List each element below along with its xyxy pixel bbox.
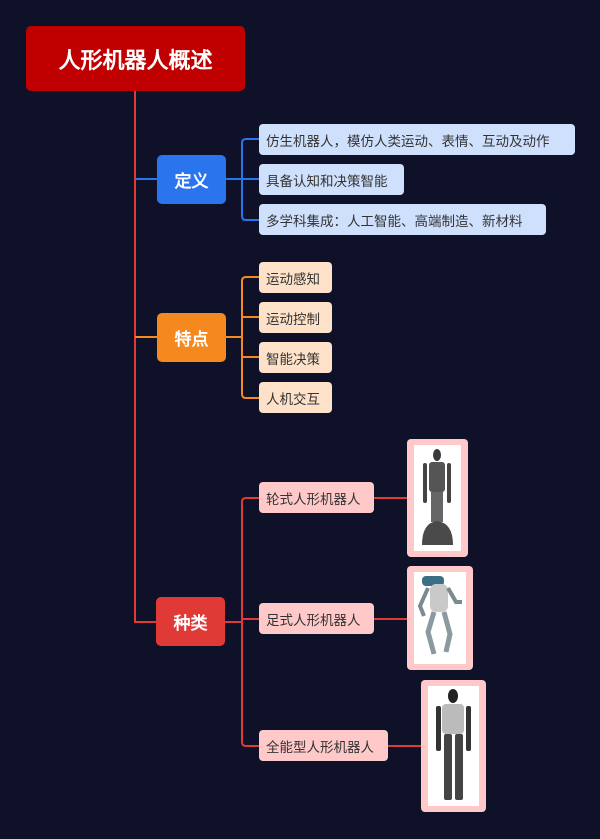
- feature-item[interactable]: 运动感知: [259, 262, 332, 293]
- type-item[interactable]: 轮式人形机器人: [259, 482, 374, 513]
- type-item[interactable]: 足式人形机器人: [259, 603, 374, 634]
- branch-definition[interactable]: 定义: [157, 155, 226, 204]
- feature-item[interactable]: 智能决策: [259, 342, 332, 373]
- type-item[interactable]: 全能型人形机器人: [259, 730, 388, 761]
- branch-features[interactable]: 特点: [157, 313, 226, 362]
- general-purpose-robot-image: [421, 680, 486, 812]
- legged-robot-image: [407, 566, 473, 670]
- definition-item[interactable]: 多学科集成：人工智能、高端制造、新材料: [259, 204, 546, 235]
- wheeled-robot-image: [407, 439, 468, 557]
- root-node[interactable]: 人形机器人概述: [26, 26, 245, 91]
- branch-types[interactable]: 种类: [156, 597, 225, 646]
- feature-item[interactable]: 人机交互: [259, 382, 332, 413]
- definition-item[interactable]: 仿生机器人，模仿人类运动、表情、互动及动作: [259, 124, 575, 155]
- definition-item[interactable]: 具备认知和决策智能: [259, 164, 404, 195]
- feature-item[interactable]: 运动控制: [259, 302, 332, 333]
